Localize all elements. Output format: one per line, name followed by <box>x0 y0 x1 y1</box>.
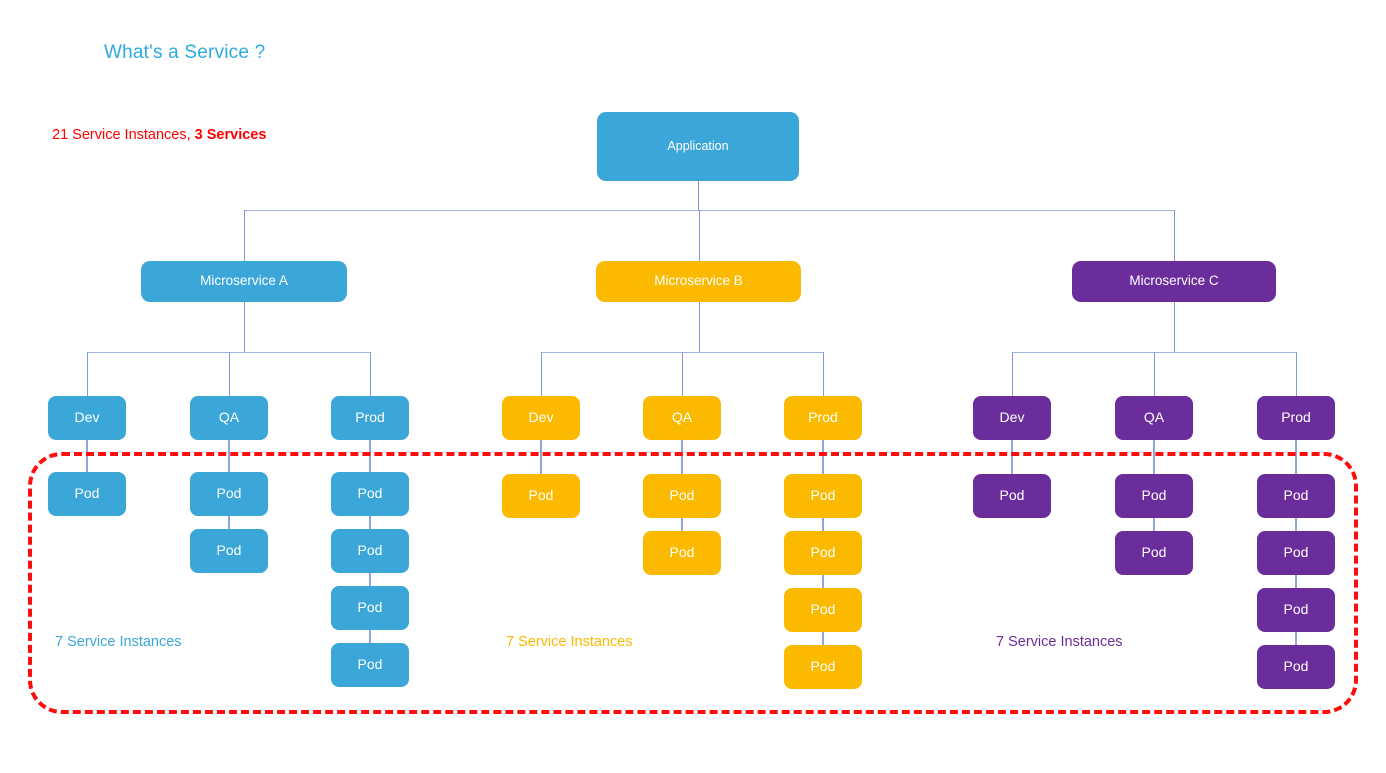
page-title: What's a Service ? <box>104 42 266 63</box>
summary-text: 21 Service Instances, 3 Services <box>52 127 266 143</box>
connector-environment-drop-1-0 <box>541 352 542 396</box>
connector-pod-link-1-2-0 <box>822 440 824 474</box>
connector-environment-drop-0-0 <box>87 352 88 396</box>
environment-node-1-2[interactable]: Prod <box>784 396 862 440</box>
connector-pod-link-0-0-0 <box>86 440 88 472</box>
pod-node-1-1-0[interactable]: Pod <box>643 474 721 518</box>
application-node[interactable]: Application <box>597 112 799 181</box>
pod-node-2-1-1[interactable]: Pod <box>1115 531 1193 575</box>
pod-node-2-2-0[interactable]: Pod <box>1257 474 1335 518</box>
connector-pod-link-0-1-0 <box>228 440 230 472</box>
pod-node-0-2-2[interactable]: Pod <box>331 586 409 630</box>
environment-node-2-1[interactable]: QA <box>1115 396 1193 440</box>
connector-environment-drop-2-1 <box>1154 352 1155 396</box>
environment-node-0-0[interactable]: Dev <box>48 396 126 440</box>
connector-branch-stem-2 <box>1174 302 1175 352</box>
pod-node-2-2-3[interactable]: Pod <box>1257 645 1335 689</box>
connector-branch-stem-0 <box>244 302 245 352</box>
environment-node-1-1[interactable]: QA <box>643 396 721 440</box>
connector-pod-link-1-0-0 <box>540 440 542 474</box>
environment-node-2-2[interactable]: Prod <box>1257 396 1335 440</box>
connector-pod-link-0-2-1 <box>369 516 371 529</box>
connector-pod-link-0-2-2 <box>369 573 371 586</box>
pod-node-2-1-0[interactable]: Pod <box>1115 474 1193 518</box>
environment-node-1-0[interactable]: Dev <box>502 396 580 440</box>
pod-node-2-2-1[interactable]: Pod <box>1257 531 1335 575</box>
connector-pod-link-0-2-3 <box>369 630 371 643</box>
pod-node-0-1-0[interactable]: Pod <box>190 472 268 516</box>
pod-node-1-1-1[interactable]: Pod <box>643 531 721 575</box>
connector-pod-link-2-1-0 <box>1153 440 1155 474</box>
connector-environment-drop-1-2 <box>823 352 824 396</box>
connector-environment-drop-2-0 <box>1012 352 1013 396</box>
environment-node-0-1[interactable]: QA <box>190 396 268 440</box>
connector-environment-bus-0 <box>87 352 370 353</box>
connector-pod-link-1-1-0 <box>681 440 683 474</box>
pod-node-1-2-2[interactable]: Pod <box>784 588 862 632</box>
connector-environment-drop-0-2 <box>370 352 371 396</box>
pod-node-0-2-1[interactable]: Pod <box>331 529 409 573</box>
pod-node-2-0-0[interactable]: Pod <box>973 474 1051 518</box>
pod-node-0-1-1[interactable]: Pod <box>190 529 268 573</box>
environment-node-0-2[interactable]: Prod <box>331 396 409 440</box>
connector-pod-link-2-2-1 <box>1295 518 1297 531</box>
pod-node-0-0-0[interactable]: Pod <box>48 472 126 516</box>
microservice-node-0[interactable]: Microservice A <box>141 261 347 302</box>
pod-node-1-2-1[interactable]: Pod <box>784 531 862 575</box>
connector-pod-link-0-2-0 <box>369 440 371 472</box>
environment-node-2-0[interactable]: Dev <box>973 396 1051 440</box>
service-instances-label-1: 7 Service Instances <box>506 634 633 650</box>
pod-node-0-2-0[interactable]: Pod <box>331 472 409 516</box>
connector-microservice-bus <box>244 210 1174 211</box>
connector-pod-link-2-2-0 <box>1295 440 1297 474</box>
connector-branch-stem-1 <box>698 302 700 352</box>
connector-microservice-drop-1 <box>698 210 700 261</box>
connector-environment-drop-2-2 <box>1296 352 1297 396</box>
pod-node-1-0-0[interactable]: Pod <box>502 474 580 518</box>
connector-microservice-drop-0 <box>244 210 245 261</box>
service-instances-label-0: 7 Service Instances <box>55 634 182 650</box>
connector-pod-link-0-1-1 <box>228 516 230 529</box>
summary-prefix: 21 Service Instances, <box>52 127 195 143</box>
connector-pod-link-1-1-1 <box>681 518 683 531</box>
connector-pod-link-2-1-1 <box>1153 518 1155 531</box>
connector-pod-link-2-0-0 <box>1011 440 1013 474</box>
connector-pod-link-1-2-1 <box>822 518 824 531</box>
connector-pod-link-1-2-2 <box>822 575 824 588</box>
connector-pod-link-2-2-3 <box>1295 632 1297 645</box>
connector-application-stem <box>698 181 699 210</box>
microservice-node-2[interactable]: Microservice C <box>1072 261 1276 302</box>
connector-pod-link-1-2-3 <box>822 632 824 645</box>
connector-pod-link-2-2-2 <box>1295 575 1297 588</box>
connector-environment-drop-0-1 <box>229 352 230 396</box>
pod-node-1-2-3[interactable]: Pod <box>784 645 862 689</box>
service-instances-label-2: 7 Service Instances <box>996 634 1123 650</box>
pod-node-1-2-0[interactable]: Pod <box>784 474 862 518</box>
summary-emphasis: 3 Services <box>194 127 267 143</box>
connector-environment-drop-1-1 <box>682 352 683 396</box>
pod-node-0-2-3[interactable]: Pod <box>331 643 409 687</box>
pod-node-2-2-2[interactable]: Pod <box>1257 588 1335 632</box>
microservice-node-1[interactable]: Microservice B <box>596 261 801 302</box>
connector-microservice-drop-2 <box>1174 210 1175 261</box>
